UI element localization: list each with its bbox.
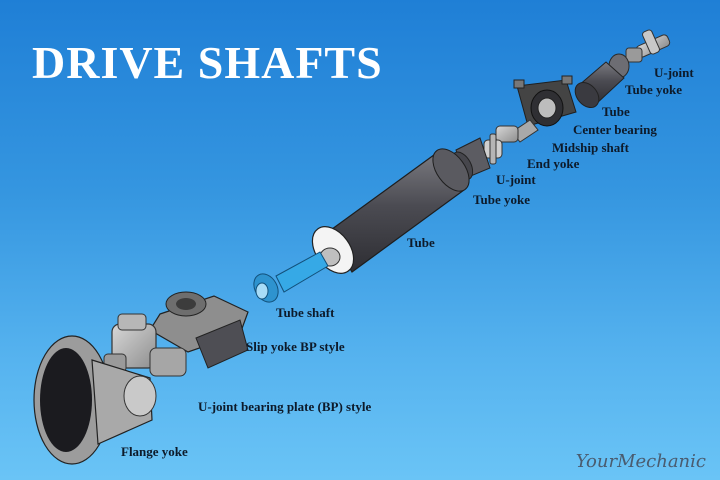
label-slip-yoke: Slip yoke BP style	[246, 339, 345, 354]
label-tube-yoke-top: Tube yoke	[625, 82, 682, 97]
tube-top-part	[574, 61, 625, 109]
page-title: DRIVE SHAFTS	[32, 37, 383, 88]
label-u-joint-bearing-plate: U-joint bearing plate (BP) style	[198, 399, 372, 414]
label-center-bearing: Center bearing	[573, 122, 657, 137]
label-u-joint-mid: U-joint	[496, 172, 536, 187]
label-midship-shaft: Midship shaft	[552, 140, 629, 155]
label-flange-yoke: Flange yoke	[121, 444, 188, 459]
u-joint-top-part	[625, 29, 671, 63]
label-tube-top: Tube	[602, 104, 630, 119]
label-u-joint-top: U-joint	[654, 65, 694, 80]
brand-logo: YourMechanic	[575, 451, 706, 472]
tube-main-part	[311, 148, 470, 274]
end-yoke-part	[495, 125, 519, 143]
label-end-yoke: End yoke	[527, 156, 580, 171]
tube-shaft-part	[253, 251, 329, 303]
u-joint-mid-part	[483, 133, 503, 165]
u-joint-bearing-plate-part	[103, 313, 187, 377]
label-tube-yoke-mid: Tube yoke	[473, 192, 530, 207]
label-tube-shaft: Tube shaft	[276, 305, 335, 320]
slip-yoke-part	[149, 291, 249, 369]
flange-yoke-part	[33, 335, 157, 465]
center-bearing-part	[513, 75, 577, 127]
label-tube-main: Tube	[407, 235, 435, 250]
